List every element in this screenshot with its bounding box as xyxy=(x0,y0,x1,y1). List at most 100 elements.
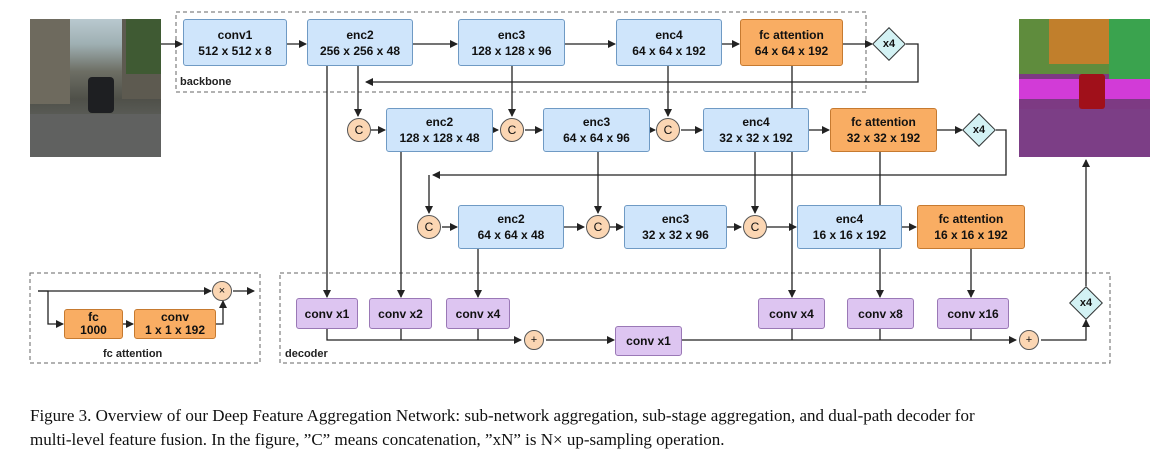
figure-caption: Figure 3. Overview of our Deep Feature A… xyxy=(30,404,1150,452)
enc4-size-row2: 32 x 32 x 192 xyxy=(719,131,793,145)
car-region xyxy=(1079,74,1105,109)
multiply-node: × xyxy=(212,281,232,301)
fc-attention-block-row3: fc attention 16 x 16 x 192 xyxy=(917,205,1025,249)
enc3-block-row2: enc3 64 x 64 x 96 xyxy=(543,108,650,152)
enc4-name-row1: enc4 xyxy=(655,27,683,42)
enc4-size-row1: 64 x 64 x 192 xyxy=(632,43,706,58)
backbone-frame xyxy=(175,11,867,93)
enc3-size-row2: 64 x 64 x 96 xyxy=(563,131,630,145)
fc-size: 1000 xyxy=(80,323,107,337)
enc3-name-row1: enc3 xyxy=(497,27,526,42)
vegetation-region xyxy=(1109,19,1150,79)
decoder-conv-x4-b-label: conv x4 xyxy=(769,306,814,321)
decoder-conv-x1-a: conv x1 xyxy=(296,298,358,329)
upsample-x4-row2: x4 xyxy=(962,113,996,147)
concat-node-r3-3: C xyxy=(743,215,767,239)
fc-attention-name-row2: fc attention xyxy=(851,115,916,129)
upsample-x4-row1: x4 xyxy=(872,27,906,61)
upsample-x4-row2-label: x4 xyxy=(972,124,986,136)
connectors xyxy=(38,40,1090,344)
enc2-block-row3: enc2 64 x 64 x 48 xyxy=(458,205,564,249)
decoder-conv-x8-label: conv x8 xyxy=(858,306,903,321)
decoder-conv-x4-b: conv x4 xyxy=(758,298,825,329)
fc-attention-frame xyxy=(29,272,261,364)
enc3-name-row3: enc3 xyxy=(661,212,690,226)
upsample-x4-row1-label: x4 xyxy=(882,38,896,50)
enc4-block-row1: enc4 64 x 64 x 192 xyxy=(616,19,722,66)
backbone-label: backbone xyxy=(180,76,232,88)
enc2-block-row1: enc2 256 x 256 x 48 xyxy=(307,19,413,66)
enc2-name-row3: enc2 xyxy=(497,212,525,226)
enc4-size-row3: 16 x 16 x 192 xyxy=(812,228,887,242)
building-region xyxy=(1049,19,1109,64)
decoder-conv-x1-b: conv x1 xyxy=(615,326,682,356)
conv1-block: conv1 512 x 512 x 8 xyxy=(183,19,287,66)
decoder-frame xyxy=(279,272,1111,364)
enc3-size-row1: 128 x 128 x 96 xyxy=(471,43,552,58)
enc3-name-row2: enc3 xyxy=(582,115,611,129)
conv1-size: 512 x 512 x 8 xyxy=(198,43,272,58)
input-street-photo xyxy=(30,19,161,157)
fc-attention-size-row2: 32 x 32 x 192 xyxy=(846,131,921,145)
enc2-size-row2: 128 x 128 x 48 xyxy=(399,131,480,145)
caption-line-1: Figure 3. Overview of our Deep Feature A… xyxy=(30,406,975,425)
tree xyxy=(126,19,161,74)
concat-symbol: C xyxy=(424,220,434,234)
fc-attention-size-row1: 64 x 64 x 192 xyxy=(754,43,829,58)
upsample-x4-decoder-label: x4 xyxy=(1079,297,1093,309)
fc-attention-size-row3: 16 x 16 x 192 xyxy=(934,228,1008,242)
conv-1x1-name: conv xyxy=(160,310,189,324)
enc2-block-row2: enc2 128 x 128 x 48 xyxy=(386,108,493,152)
decoder-conv-x16-label: conv x16 xyxy=(947,306,999,321)
enc4-name-row2: enc4 xyxy=(742,115,770,129)
concat-symbol: C xyxy=(750,220,760,234)
fc-attention-block-row2: fc attention 32 x 32 x 192 xyxy=(830,108,937,152)
decoder-conv-x2-label: conv x2 xyxy=(378,306,423,321)
conv-1x1-size: 1 x 1 x 192 xyxy=(144,323,206,337)
decoder-conv-x2: conv x2 xyxy=(369,298,432,329)
enc3-block-row1: enc3 128 x 128 x 96 xyxy=(458,19,565,66)
concat-symbol: C xyxy=(663,123,673,137)
decoder-conv-x8: conv x8 xyxy=(847,298,914,329)
concat-node-r3-1: C xyxy=(417,215,441,239)
road-region xyxy=(1019,109,1150,157)
concat-symbol: C xyxy=(354,123,364,137)
enc3-size-row3: 32 x 32 x 96 xyxy=(642,228,709,242)
fc-attention-name-row3: fc attention xyxy=(938,212,1004,226)
add-node-2: + xyxy=(1019,330,1039,350)
fc-1000-block: fc 1000 xyxy=(64,309,123,339)
conv1-name: conv1 xyxy=(217,27,253,42)
decoder-conv-x1-a-label: conv x1 xyxy=(304,306,350,321)
multiply-symbol: × xyxy=(218,285,226,297)
concat-node-r2-2: C xyxy=(500,118,524,142)
concat-node-r2-3: C xyxy=(656,118,680,142)
enc2-name-row1: enc2 xyxy=(346,27,374,42)
concat-symbol: C xyxy=(507,123,517,137)
fc-attention-name-row1: fc attention xyxy=(759,27,824,42)
decoder-conv-x4-a-label: conv x4 xyxy=(455,306,501,321)
building-left xyxy=(30,19,70,104)
decoder-label: decoder xyxy=(285,348,328,360)
decoder-conv-x1-b-label: conv x1 xyxy=(626,334,671,348)
fc-attention-group-label: fc attention xyxy=(103,348,163,360)
upsample-x4-decoder: x4 xyxy=(1069,286,1103,320)
add-node-1: + xyxy=(524,330,544,350)
fc-name: fc xyxy=(88,310,99,324)
concat-node-r3-2: C xyxy=(586,215,610,239)
decoder-conv-x16: conv x16 xyxy=(937,298,1009,329)
conv-1x1-block: conv 1 x 1 x 192 xyxy=(134,309,216,339)
enc4-block-row2: enc4 32 x 32 x 192 xyxy=(703,108,809,152)
add-symbol: + xyxy=(530,334,538,346)
caption-line-2: multi-level feature fusion. In the figur… xyxy=(30,430,725,449)
enc4-block-row3: enc4 16 x 16 x 192 xyxy=(797,205,902,249)
add-symbol: + xyxy=(1025,334,1033,346)
fc-attention-block-row1: fc attention 64 x 64 x 192 xyxy=(740,19,843,66)
enc2-size-row3: 64 x 64 x 48 xyxy=(477,228,545,242)
segmentation-output xyxy=(1019,19,1150,157)
diagram-canvas xyxy=(29,11,1111,364)
decoder-conv-x4-a: conv x4 xyxy=(446,298,510,329)
concat-symbol: C xyxy=(593,220,603,234)
enc3-block-row3: enc3 32 x 32 x 96 xyxy=(624,205,727,249)
car xyxy=(88,77,114,113)
enc2-name-row2: enc2 xyxy=(425,115,454,129)
